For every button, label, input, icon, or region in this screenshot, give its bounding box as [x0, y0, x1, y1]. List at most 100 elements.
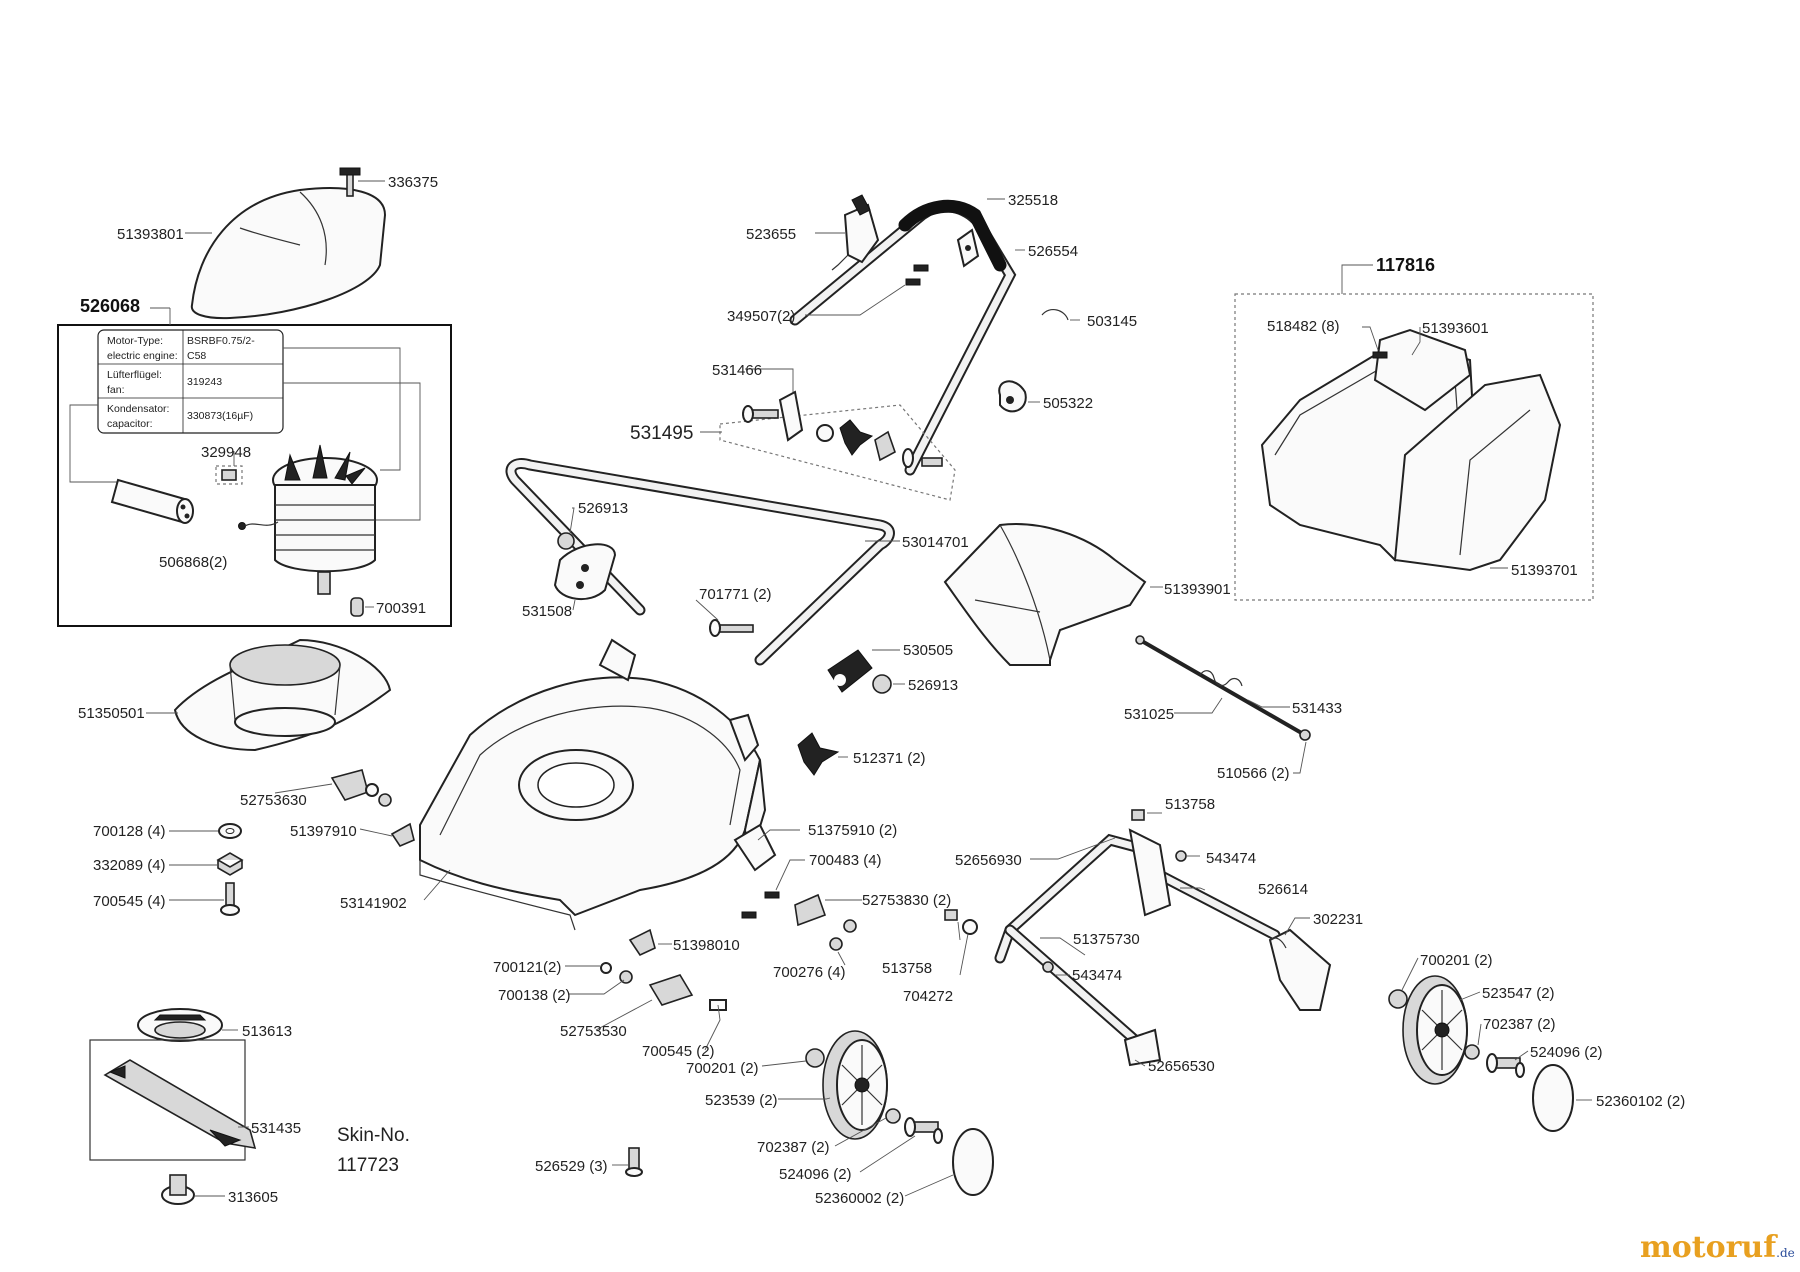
label-700128: 700128 (4) — [93, 823, 166, 840]
mower-deck — [419, 638, 767, 931]
star-knob — [839, 419, 874, 456]
watermark-motoruf: motoruf.de — [1640, 1230, 1795, 1265]
motor-type-value-2: C58 — [187, 350, 206, 362]
label-531495: 531495 — [630, 423, 693, 444]
cable-hook — [1041, 308, 1069, 321]
spring-302231 — [1269, 937, 1287, 949]
label-329948: 329948 — [201, 444, 251, 461]
label-704272: 704272 — [903, 988, 953, 1005]
fan-label-de: Lüfterflügel: — [107, 369, 162, 381]
deck-screw — [625, 1147, 643, 1177]
motor-type-value-1: BSRBF0.75/2- — [187, 335, 255, 347]
label-510566: 510566 (2) — [1217, 765, 1290, 782]
label-505322: 505322 — [1043, 395, 1093, 412]
label-51393901: 51393901 — [1164, 581, 1231, 598]
rear-axle-frame — [994, 828, 1332, 1067]
hubcap-left — [952, 1128, 994, 1196]
label-531508: 531508 — [522, 603, 572, 620]
label-52656530: 52656530 — [1148, 1058, 1215, 1075]
grass-chute — [943, 523, 1147, 666]
catcher-screw — [1372, 351, 1388, 359]
label-526913-a: 526913 — [578, 500, 628, 517]
label-526913-b: 526913 — [908, 677, 958, 694]
label-52360002: 52360002 (2) — [815, 1190, 904, 1207]
height-bracket-front — [648, 974, 727, 1011]
label-53141902: 53141902 — [340, 895, 407, 912]
label-513758-a: 513758 — [1165, 796, 1215, 813]
label-349507: 349507(2) — [727, 308, 795, 325]
label-302231: 302231 — [1313, 911, 1363, 928]
label-543474-b: 543474 — [1072, 967, 1122, 984]
engine-assembly-box — [57, 324, 452, 627]
motor-clip — [350, 597, 364, 617]
label-52753830: 52753830 (2) — [862, 892, 951, 909]
handle-knob-housing — [827, 649, 873, 693]
square-nut — [216, 852, 244, 876]
label-531466: 531466 — [712, 362, 762, 379]
upper-handle — [789, 199, 1017, 476]
label-531433: 531433 — [1292, 700, 1342, 717]
hubcap-right — [1532, 1064, 1574, 1132]
top-cover — [190, 187, 387, 320]
label-700391: 700391 — [376, 600, 426, 617]
label-503145: 503145 — [1087, 313, 1137, 330]
height-bracket-left — [330, 769, 392, 807]
handle-bracket — [778, 390, 804, 442]
label-526554: 526554 — [1028, 243, 1078, 260]
switch-box — [831, 194, 880, 271]
label-523547: 523547 (2) — [1482, 985, 1555, 1002]
label-51393801: 51393801 — [117, 226, 184, 243]
height-clip-small — [390, 822, 415, 847]
label-51397910: 51397910 — [290, 823, 357, 840]
label-526614: 526614 — [1258, 881, 1308, 898]
label-52360102: 52360102 (2) — [1596, 1093, 1685, 1110]
motor-type-label-de: Motor-Type: — [107, 335, 163, 347]
fan-value: 319243 — [187, 376, 222, 388]
label-513613: 513613 — [242, 1023, 292, 1040]
label-700138: 700138 (2) — [498, 987, 571, 1004]
label-526068: 526068 — [80, 296, 140, 316]
washer-526913-lower — [872, 674, 892, 694]
label-530505: 530505 — [903, 642, 953, 659]
label-53014701: 53014701 — [902, 534, 969, 551]
nut-543474b — [1042, 961, 1054, 973]
capacitor-label-de: Kondensator: — [107, 403, 169, 415]
rear-flap — [733, 823, 777, 872]
label-702387-a: 702387 (2) — [757, 1139, 830, 1156]
label-51398010: 51398010 — [673, 937, 740, 954]
label-700201-a: 700201 (2) — [686, 1060, 759, 1077]
nut-543474a — [1175, 850, 1187, 862]
star-knob-lower — [797, 732, 840, 776]
handle-set-frame — [719, 404, 956, 501]
watermark-main: motoruf — [1640, 1230, 1778, 1265]
label-51375910: 51375910 (2) — [808, 822, 897, 839]
handle-screws — [905, 264, 929, 286]
mower-blade — [103, 1059, 257, 1149]
cable-clip-top — [956, 228, 980, 268]
handle-bolt — [742, 405, 779, 423]
cable-guide — [553, 543, 617, 601]
label-524096-a: 524096 (2) — [779, 1166, 852, 1183]
label-700545-a: 700545 (4) — [93, 893, 166, 910]
motor-spec-table — [97, 329, 284, 434]
blade-adapter — [137, 1008, 223, 1042]
label-51393601: 51393601 — [1422, 320, 1489, 337]
label-52656930: 52656930 — [955, 852, 1022, 869]
label-518482: 518482 (8) — [1267, 318, 1340, 335]
label-526529: 526529 (3) — [535, 1158, 608, 1175]
label-700483: 700483 (4) — [809, 852, 882, 869]
motor-type-label-en: electric engine: — [107, 350, 178, 362]
bracket-52753830 — [794, 893, 827, 927]
label-325518: 325518 — [1008, 192, 1058, 209]
grass-catcher-upper — [1373, 328, 1472, 412]
label-524096-b: 524096 (2) — [1530, 1044, 1603, 1061]
label-523539: 523539 (2) — [705, 1092, 778, 1109]
part-labels: 336375 51393801 526068 329948 506868(2) … — [78, 174, 1685, 1207]
label-336375: 336375 — [388, 174, 438, 191]
label-523655: 523655 — [746, 226, 796, 243]
label-700545-b: 700545 (2) — [642, 1043, 715, 1060]
nut-700276-b — [829, 937, 843, 951]
skin-label: Skin-No. — [337, 1125, 410, 1146]
label-51375730: 51375730 — [1073, 931, 1140, 948]
